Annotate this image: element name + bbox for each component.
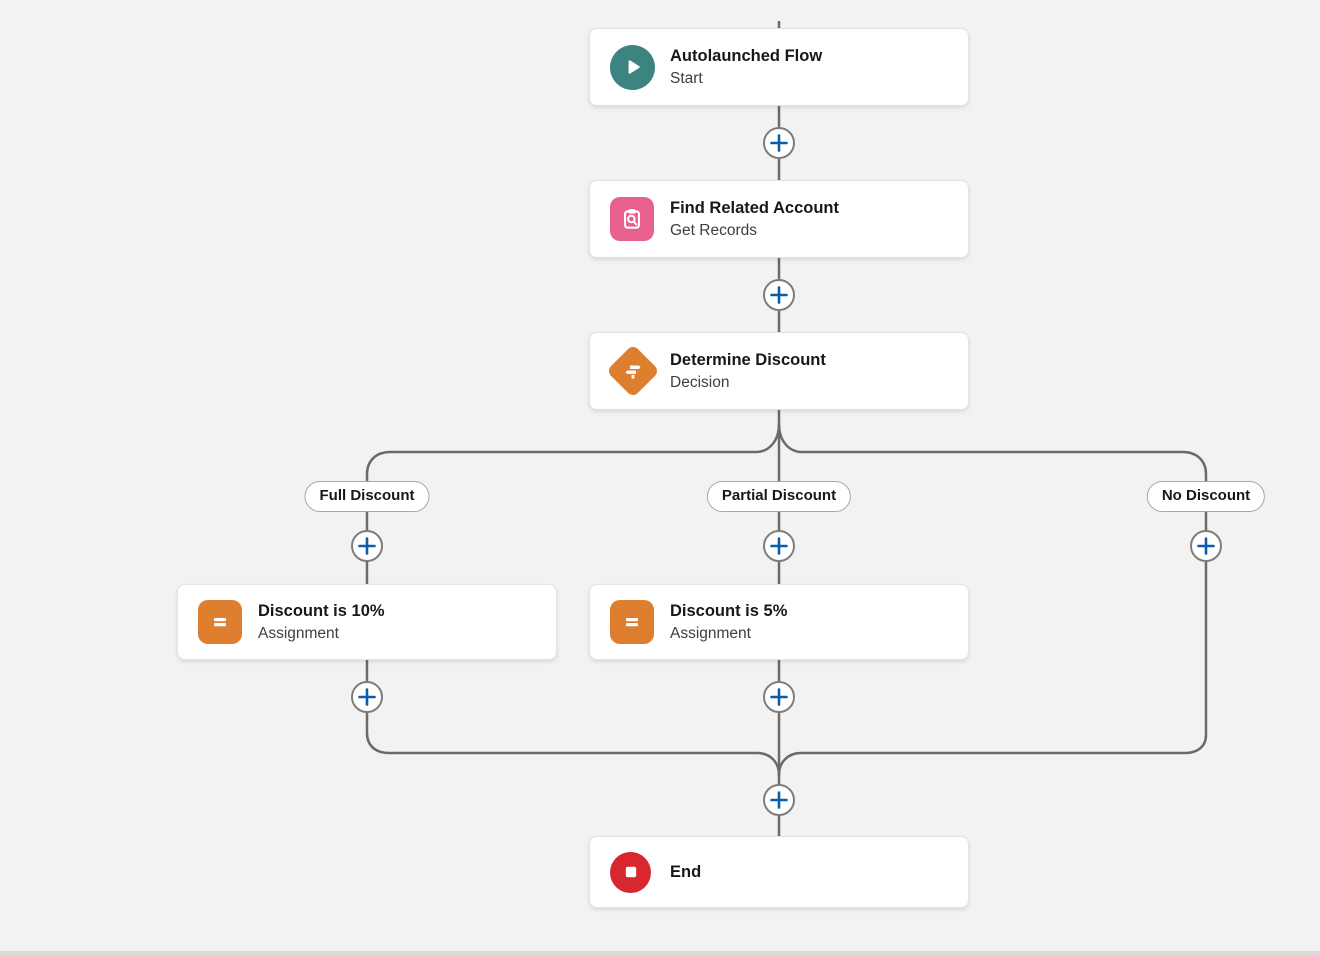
connector-merge-full bbox=[365, 658, 781, 777]
plus-icon bbox=[770, 688, 788, 706]
add-element-button[interactable] bbox=[763, 784, 795, 816]
canvas-bottom-edge bbox=[0, 951, 1320, 956]
node-start[interactable]: Autolaunched Flow Start bbox=[589, 28, 969, 106]
clipboard-search-icon bbox=[610, 197, 654, 241]
node-title: Autolaunched Flow bbox=[670, 47, 823, 65]
add-element-button[interactable] bbox=[763, 530, 795, 562]
equals-icon bbox=[198, 600, 242, 644]
plus-icon bbox=[770, 286, 788, 304]
node-subtitle: Decision bbox=[670, 374, 730, 391]
add-element-button[interactable] bbox=[763, 279, 795, 311]
node-title: End bbox=[670, 862, 702, 881]
branch-label-full-discount[interactable]: Full Discount bbox=[304, 481, 430, 512]
add-element-button[interactable] bbox=[1190, 530, 1222, 562]
node-decision[interactable]: Determine Discount Decision bbox=[589, 332, 969, 410]
branch-label-no-discount[interactable]: No Discount bbox=[1146, 481, 1266, 512]
node-subtitle: Assignment bbox=[258, 625, 339, 642]
node-subtitle: Assignment bbox=[670, 625, 751, 642]
add-element-button[interactable] bbox=[763, 681, 795, 713]
equals-icon bbox=[610, 600, 654, 644]
plus-icon bbox=[358, 537, 376, 555]
stop-icon bbox=[610, 851, 651, 893]
node-subtitle: Get Records bbox=[670, 222, 758, 239]
plus-icon bbox=[770, 537, 788, 555]
node-title: Discount is 10% bbox=[258, 602, 385, 620]
add-element-button[interactable] bbox=[351, 530, 383, 562]
node-end[interactable]: End bbox=[589, 836, 969, 908]
plus-icon bbox=[770, 134, 788, 152]
branch-label-partial-discount[interactable]: Partial Discount bbox=[706, 481, 852, 512]
node-title: Discount is 5% bbox=[670, 602, 788, 620]
node-get-records[interactable]: Find Related Account Get Records bbox=[589, 180, 969, 258]
node-assignment-discount-10[interactable]: Discount is 10% Assignment bbox=[177, 584, 557, 660]
signpost-icon bbox=[606, 344, 660, 398]
plus-icon bbox=[770, 791, 788, 809]
node-title: Determine Discount bbox=[670, 351, 826, 369]
node-title: Find Related Account bbox=[670, 199, 839, 217]
node-assignment-discount-5[interactable]: Discount is 5% Assignment bbox=[589, 584, 969, 660]
node-subtitle: Start bbox=[670, 70, 703, 87]
add-element-button[interactable] bbox=[763, 127, 795, 159]
plus-icon bbox=[1197, 537, 1215, 555]
plus-icon bbox=[358, 688, 376, 706]
play-icon bbox=[610, 44, 655, 90]
add-element-button[interactable] bbox=[351, 681, 383, 713]
